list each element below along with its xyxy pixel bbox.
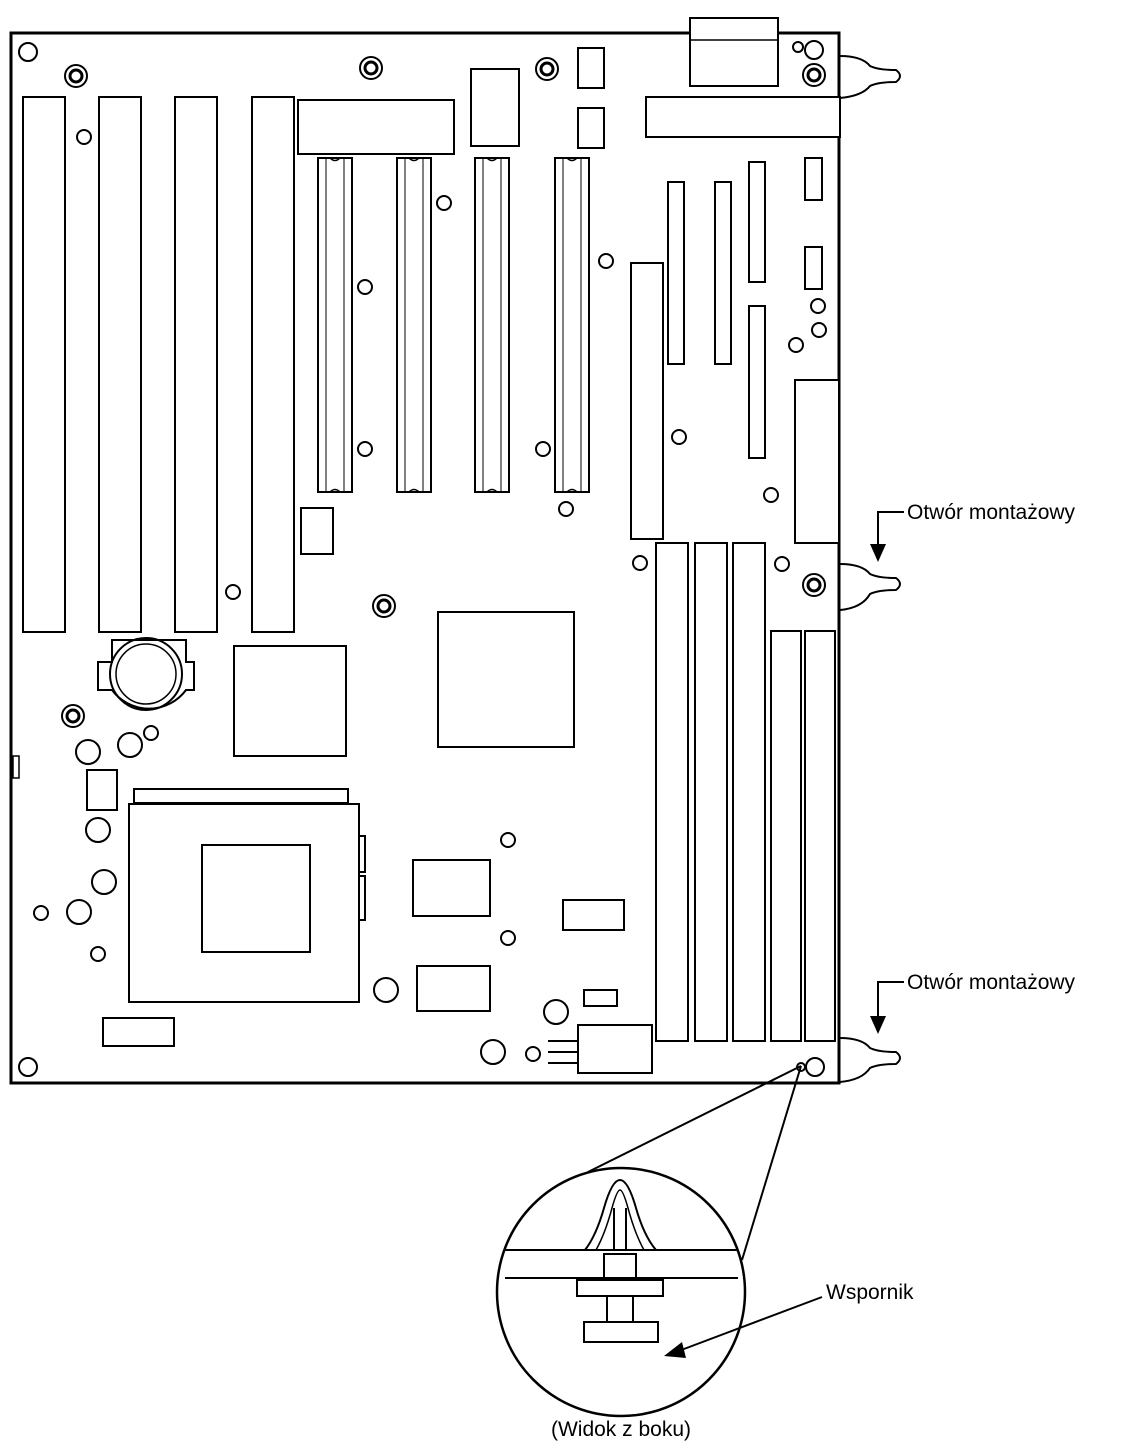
zoom-line — [587, 1065, 802, 1173]
pci-slot — [474, 157, 510, 493]
io-header — [645, 96, 841, 138]
floppy-connector — [748, 161, 766, 283]
board-edge-tab — [12, 755, 20, 779]
mounting-bracket — [839, 1037, 901, 1083]
memory-slot — [804, 630, 836, 1042]
chip — [416, 965, 491, 1012]
isa-slot — [251, 96, 295, 633]
mounting-hole-arrow — [870, 511, 904, 562]
pci-slot — [396, 157, 432, 493]
mounting-hole-arrow — [870, 981, 904, 1034]
label-side-view: (Widok z boku) — [551, 1418, 691, 1441]
chip — [562, 899, 625, 931]
mounting-hole — [802, 63, 826, 87]
top-chip — [470, 68, 520, 147]
battery — [97, 637, 195, 711]
isa-slot — [174, 96, 218, 633]
chipset — [233, 645, 347, 757]
mounting-bracket — [839, 563, 901, 611]
label-mounting-hole-2: Otwór montażowy — [907, 971, 1076, 994]
power-connector — [794, 379, 840, 544]
board-holes — [18, 40, 827, 1077]
ide-connector — [714, 181, 732, 365]
memory-slot — [770, 630, 802, 1042]
mounting-hole — [802, 573, 826, 597]
mounting-bracket — [839, 55, 901, 99]
label-support: Wspornik — [826, 1281, 914, 1304]
small-chip — [577, 107, 605, 149]
pin-connector — [548, 1024, 653, 1074]
agp-slot — [630, 262, 664, 540]
cpu-socket — [128, 788, 366, 1003]
side-view-detail — [495, 1166, 747, 1418]
header-connector — [748, 305, 766, 459]
chip — [86, 769, 118, 811]
memory-slot — [655, 542, 689, 1042]
mounting-hole — [359, 56, 383, 80]
chipset — [437, 611, 575, 748]
io-connector — [689, 17, 779, 87]
pci-slot — [554, 157, 590, 493]
mounting-hole — [535, 57, 559, 81]
mounting-hole — [64, 64, 88, 88]
chip — [412, 859, 491, 917]
motherboard-outline — [9, 31, 841, 1085]
small-header — [804, 157, 823, 201]
mounting-hole — [372, 594, 396, 618]
memory-slot — [694, 542, 728, 1042]
small-chip — [577, 47, 605, 89]
mounting-hole — [61, 704, 85, 728]
header — [102, 1017, 175, 1047]
label-mounting-hole-1: Otwór montażowy — [907, 501, 1076, 524]
chip — [583, 989, 618, 1007]
ide-connector — [667, 181, 685, 365]
pci-slot — [317, 157, 353, 493]
support-arrow — [664, 1296, 823, 1358]
long-chip — [297, 99, 455, 155]
chip — [300, 507, 334, 555]
zoom-line — [741, 1065, 802, 1261]
small-header — [804, 246, 823, 290]
isa-slot — [22, 96, 66, 633]
isa-slot — [98, 96, 142, 633]
memory-slot — [732, 542, 766, 1042]
